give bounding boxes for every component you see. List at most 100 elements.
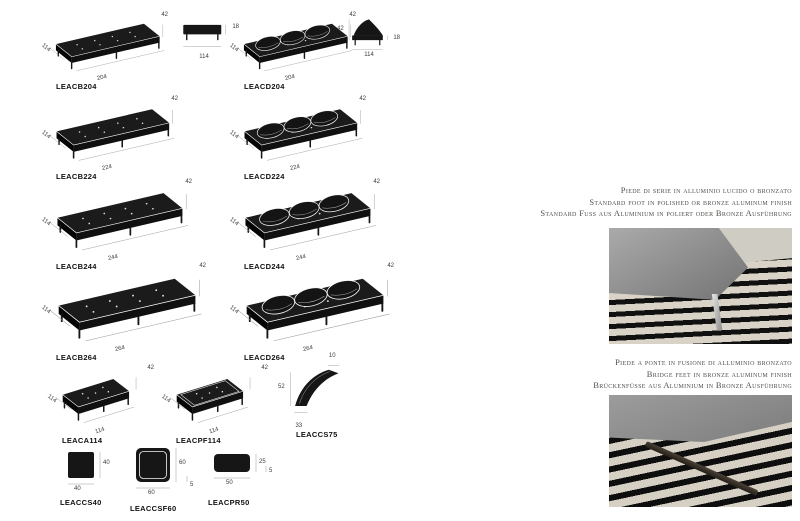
front-elevation-drawing: 114 18 <box>178 18 239 60</box>
bench-pillows-isometric-icon <box>236 92 364 164</box>
bench-isometric-icon <box>48 258 204 345</box>
product-code: LEACPF114 <box>176 436 221 445</box>
dim-width: 114 <box>199 54 209 60</box>
caption-line-de: Standard Fuss aus Aluminium in poliert o… <box>540 208 792 218</box>
product-code: LEACD204 <box>244 82 285 91</box>
photo-bridge-foot <box>609 395 792 507</box>
product-leaca114: 114 114 42 LEACA114 <box>46 358 154 445</box>
product-code: LEACB244 <box>56 262 97 271</box>
curved-cushion-icon <box>290 365 340 413</box>
dim-width: 60 <box>148 490 155 496</box>
dim-width: 114 <box>208 426 220 436</box>
product-leacd244: 114 244 42 LEACD244 <box>228 174 380 271</box>
dim-top: 10 <box>328 353 336 359</box>
photo-standard-foot <box>609 228 792 344</box>
product-leacpr50: 25 50 5 LEACPR50 <box>208 446 274 507</box>
dim-seat-height: 18 <box>393 34 400 41</box>
product-code: LEACD224 <box>244 172 285 181</box>
dim-height: 25 <box>259 459 266 465</box>
dim-bottom: 33 <box>295 423 303 429</box>
caption-bridge-foot: Piede a ponte in fusione di alluminio br… <box>462 357 792 392</box>
iso-drawing-leacd204: 114 204 42 <box>228 8 356 82</box>
dim-thickness: 5 <box>190 482 194 488</box>
dim-height: 42 <box>359 96 366 103</box>
product-code: LEACA114 <box>62 436 103 445</box>
iso-drawing-leacb224: 114 224 42 <box>40 92 178 172</box>
caption-line-en: Bridge feet in bronze aluminum finish <box>646 368 792 379</box>
dim-height: 42 <box>349 11 356 18</box>
product-leacb244: 114 244 42 LEACB244 <box>40 174 192 271</box>
dim-height: 42 <box>387 263 394 270</box>
caption-line-de: Brückenfüsse aus Aluminium in Bronze Aus… <box>593 380 792 390</box>
product-leacd224: 114 224 42 LEACD224 <box>228 92 366 181</box>
caption-standard-foot: Piede di serie in alluminio lucido o bro… <box>462 185 792 220</box>
dim-height: 42 <box>185 178 192 185</box>
iso-drawing-leacb244: 114 244 42 <box>40 174 192 262</box>
dim-height: 42 <box>171 96 178 103</box>
dim-thickness: 5 <box>269 468 273 474</box>
pouf-isometric-icon <box>168 358 264 428</box>
product-code: LEACD244 <box>244 262 285 271</box>
product-code: LEACB204 <box>56 82 97 91</box>
product-leacb224: 114 224 42 LEACB224 <box>40 92 178 181</box>
caption-line-it: Piede a ponte in fusione di alluminio br… <box>615 357 792 367</box>
iso-drawing-leacb264: 114 264 42 <box>40 258 206 353</box>
side-elevation-drawing: 42 114 18 <box>337 14 400 58</box>
product-leacd204: 114 204 42 LEACD204 <box>228 8 356 91</box>
bench-isometric-icon <box>48 174 190 254</box>
iso-drawing-leacb204: 114 204 42 <box>40 8 168 82</box>
product-code: LEACCS40 <box>60 498 102 507</box>
product-leacd264: 114 264 42 LEACD264 <box>228 258 394 362</box>
dim-left: 52 <box>278 383 285 390</box>
product-leacb204: 114 204 42 LEACB204 <box>40 8 168 91</box>
product-leacpf114: 114 114 42 LEACPF114 <box>160 358 268 445</box>
square-cushion-piped-top-icon <box>136 448 188 489</box>
dim-width: 204 <box>284 73 296 83</box>
top-view-leacpr50: 25 50 5 <box>208 446 274 490</box>
product-leaccsf60: 60 60 5 LEACCSF60 <box>130 444 196 513</box>
product-leaccs75: 10 52 33 LEACCS75 <box>278 353 350 439</box>
sofa-fabric <box>609 228 749 300</box>
dim-height: 42 <box>147 365 154 371</box>
iso-drawing-leacpf114: 114 114 42 <box>160 358 268 435</box>
dim-height: 42 <box>261 365 268 371</box>
product-code: LEACB264 <box>56 353 97 362</box>
side-elevation-icon <box>348 19 388 50</box>
front-elevation-icon <box>183 24 226 47</box>
product-leacb264: 114 264 42 LEACB264 <box>40 258 206 362</box>
product-code: LEACCSF60 <box>130 504 177 513</box>
dim-width: 50 <box>226 480 233 486</box>
caption-line-en: Standard foot in polished or bronze alum… <box>589 196 792 207</box>
product-code: LEACPR50 <box>208 498 250 507</box>
dim-width: 114 <box>364 52 374 58</box>
dim-width: 224 <box>101 163 113 173</box>
product-code: LEACCS75 <box>296 430 338 439</box>
dim-width: 114 <box>94 426 106 436</box>
dim-width: 264 <box>114 344 126 354</box>
iso-drawing-leacd264: 114 264 42 <box>228 258 394 353</box>
iso-drawing-leaca114: 114 114 42 <box>46 358 154 435</box>
side-elevation-leacd: 42 114 18 <box>337 14 400 59</box>
square-cushion-top-icon <box>68 452 101 485</box>
product-code: LEACD264 <box>244 353 285 362</box>
iso-drawing-leacd244: 114 244 42 <box>228 174 380 262</box>
dim-width: 264 <box>302 344 314 354</box>
dim-height: 40 <box>103 460 110 466</box>
dim-height: 42 <box>373 178 380 185</box>
bench-pillows-isometric-icon <box>236 258 392 345</box>
bench-pillows-isometric-icon <box>236 174 378 254</box>
bench-pillows-isometric-icon <box>236 8 354 74</box>
bench-isometric-icon <box>48 92 176 164</box>
dim-height: 18 <box>232 24 239 31</box>
dim-back-height: 42 <box>337 26 344 32</box>
front-elevation-leacb: 114 18 <box>178 18 239 61</box>
dim-height: 42 <box>199 263 206 270</box>
dim-height: 42 <box>161 11 168 18</box>
product-leaccs40: 40 40 LEACCS40 <box>60 446 114 507</box>
caption-line-it: Piede di serie in alluminio lucido o bro… <box>620 185 792 195</box>
bronze-bridge-foot <box>644 441 759 497</box>
iso-drawing-leaccs75: 10 52 33 <box>278 353 350 429</box>
sofa-fabric <box>609 395 792 443</box>
dim-width: 224 <box>289 163 301 173</box>
